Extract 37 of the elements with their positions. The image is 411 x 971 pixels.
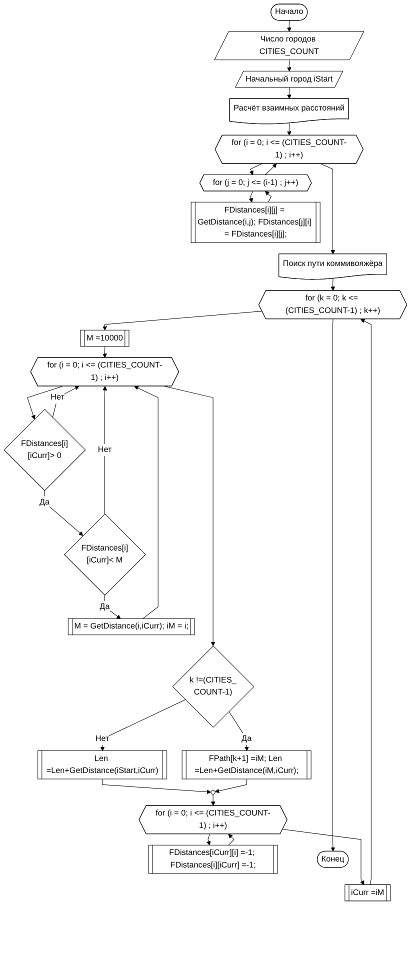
arrow (102, 779, 212, 794)
arrow (320, 164, 336, 254)
arrow (286, 20, 292, 32)
node-diamond: FDistances[i][iCurr]> 0 (4, 408, 86, 491)
arrow (286, 87, 292, 99)
edge-label: Да (242, 734, 252, 743)
arrow (100, 699, 186, 752)
arrow (360, 318, 372, 886)
arrow (102, 310, 262, 331)
arrow (286, 60, 292, 72)
edge-label: Да (40, 498, 50, 506)
arrow (164, 386, 216, 646)
arrow (286, 122, 292, 136)
edge-label: Нет (95, 734, 110, 743)
arrow (249, 164, 262, 176)
edge-label: Да (100, 602, 110, 611)
arrow (206, 834, 211, 846)
arrow (330, 278, 336, 291)
arrow (228, 834, 234, 846)
arrow (102, 346, 107, 358)
arrow (248, 190, 254, 203)
arrow (104, 594, 121, 620)
arrow (102, 386, 108, 514)
edge-label: Нет (98, 445, 112, 454)
arrow (134, 386, 158, 620)
arrow (264, 191, 272, 203)
arrow (214, 779, 248, 794)
arrow (44, 490, 84, 536)
arrow (330, 318, 336, 852)
node-diamond: k !=(CITIES_COUNT-1) (172, 646, 254, 728)
edge-label: Нет (50, 393, 64, 402)
node-circle (210, 790, 216, 795)
arrow (264, 164, 277, 176)
arrow (27, 386, 63, 420)
arrow (282, 828, 364, 886)
arrow (210, 794, 216, 806)
node-diamond: FDistances[i][iCurr]< M (64, 514, 146, 596)
